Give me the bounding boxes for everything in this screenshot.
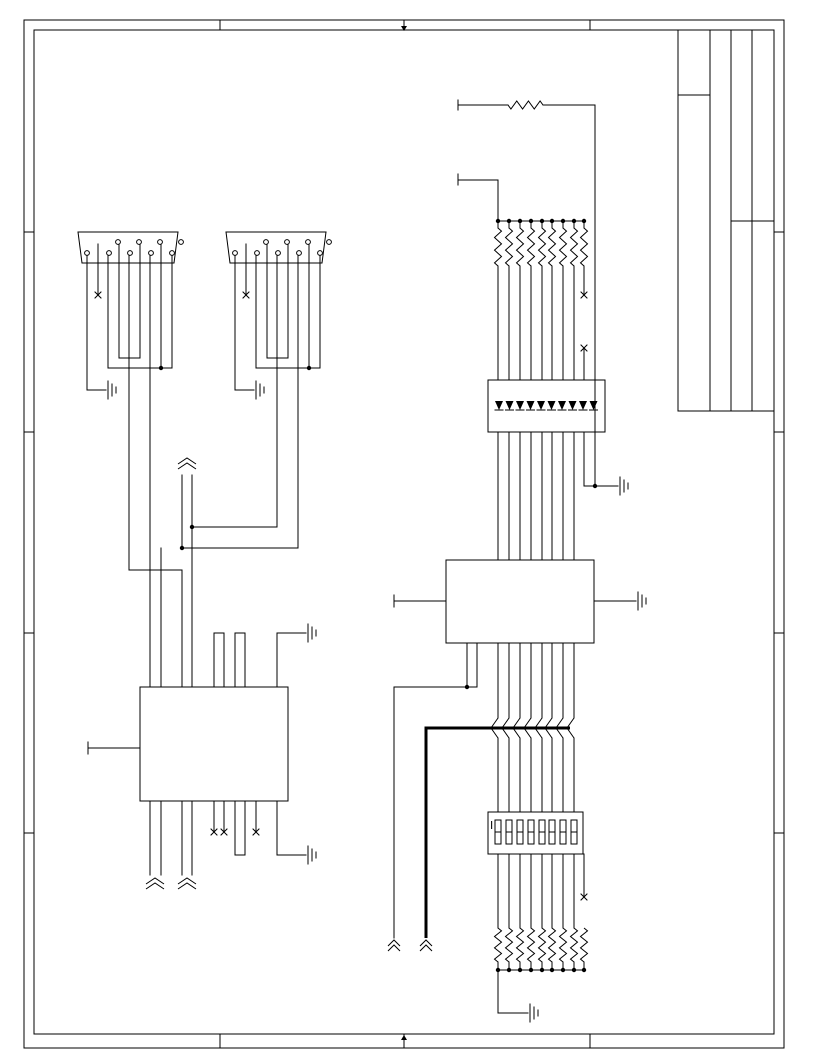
no-connect-mark bbox=[94, 291, 102, 299]
ic-right-wires bbox=[387, 591, 647, 952]
off-page-connector bbox=[145, 877, 165, 890]
led-diode bbox=[516, 401, 524, 410]
no-connect-mark bbox=[252, 828, 260, 836]
led-diode bbox=[526, 401, 535, 410]
junction-dot bbox=[571, 967, 577, 973]
connector-shell bbox=[225, 231, 327, 264]
junction-dot bbox=[495, 967, 501, 973]
off-page-connector bbox=[177, 457, 197, 470]
title-block bbox=[677, 29, 775, 412]
ground-symbol bbox=[529, 1003, 539, 1023]
led-diode bbox=[547, 401, 556, 410]
led-diode bbox=[589, 401, 598, 410]
led-wires bbox=[497, 265, 629, 561]
bottom-center-arrow bbox=[401, 1035, 407, 1040]
led-diode bbox=[558, 401, 566, 410]
bus-line bbox=[424, 726, 570, 938]
ground-symbol bbox=[637, 591, 647, 611]
outer-border bbox=[23, 19, 785, 1049]
ground-symbol bbox=[307, 845, 317, 865]
junction-dot bbox=[506, 967, 512, 973]
led-diode bbox=[495, 401, 503, 410]
no-connect-mark bbox=[220, 828, 228, 836]
off-page-connector bbox=[419, 939, 433, 952]
bus-wires bbox=[419, 642, 575, 952]
resistor-network-bottom bbox=[493, 927, 589, 973]
junction-dot bbox=[581, 967, 587, 973]
junction-dot bbox=[549, 967, 555, 973]
db9-connector-2 bbox=[225, 231, 332, 264]
led-diode bbox=[579, 401, 587, 410]
ground-symbol bbox=[255, 380, 265, 400]
led-diode bbox=[537, 401, 545, 410]
led-diode bbox=[505, 401, 514, 410]
junction-dot bbox=[560, 967, 566, 973]
ic-right-body bbox=[445, 559, 595, 644]
ic-left bbox=[139, 686, 289, 802]
off-page-connector bbox=[387, 939, 401, 952]
junction-dot bbox=[581, 218, 587, 224]
ic-left-wires bbox=[87, 457, 317, 890]
resistor-network-top bbox=[493, 218, 589, 381]
ground-symbol bbox=[307, 623, 317, 643]
led-diode bbox=[568, 401, 577, 410]
junction-dot bbox=[539, 967, 545, 973]
bottom-ground-wires bbox=[497, 969, 585, 1023]
wires bbox=[86, 99, 647, 1023]
off-page-connector bbox=[177, 877, 197, 890]
led-bar-array bbox=[487, 379, 606, 433]
connector-shell bbox=[77, 231, 179, 264]
led-array-body bbox=[487, 379, 606, 433]
ground-symbol bbox=[619, 476, 629, 496]
no-connect-mark bbox=[580, 893, 588, 901]
dip-switch-body bbox=[487, 811, 584, 855]
connector-1-wires bbox=[86, 243, 183, 688]
junction-dot bbox=[158, 365, 164, 371]
title-block-frame bbox=[677, 29, 775, 412]
junction-dot bbox=[528, 967, 534, 973]
ic-left-body bbox=[139, 686, 289, 802]
no-connect-mark bbox=[242, 291, 250, 299]
dip-wires bbox=[497, 853, 588, 929]
junction-dot bbox=[306, 365, 312, 371]
dip-switch-marker: I bbox=[490, 819, 493, 832]
db9-connector-1 bbox=[77, 231, 184, 264]
components: I bbox=[77, 218, 606, 973]
inner-border bbox=[33, 29, 775, 1035]
top-center-arrow bbox=[401, 26, 407, 31]
no-connect-mark bbox=[210, 828, 218, 836]
connector-2-wires bbox=[179, 243, 321, 551]
sheet-frame bbox=[23, 19, 785, 1049]
ic-right bbox=[445, 559, 595, 644]
ground-symbol bbox=[107, 380, 117, 400]
dip-switch: I bbox=[487, 811, 584, 855]
junction-dot bbox=[517, 967, 523, 973]
